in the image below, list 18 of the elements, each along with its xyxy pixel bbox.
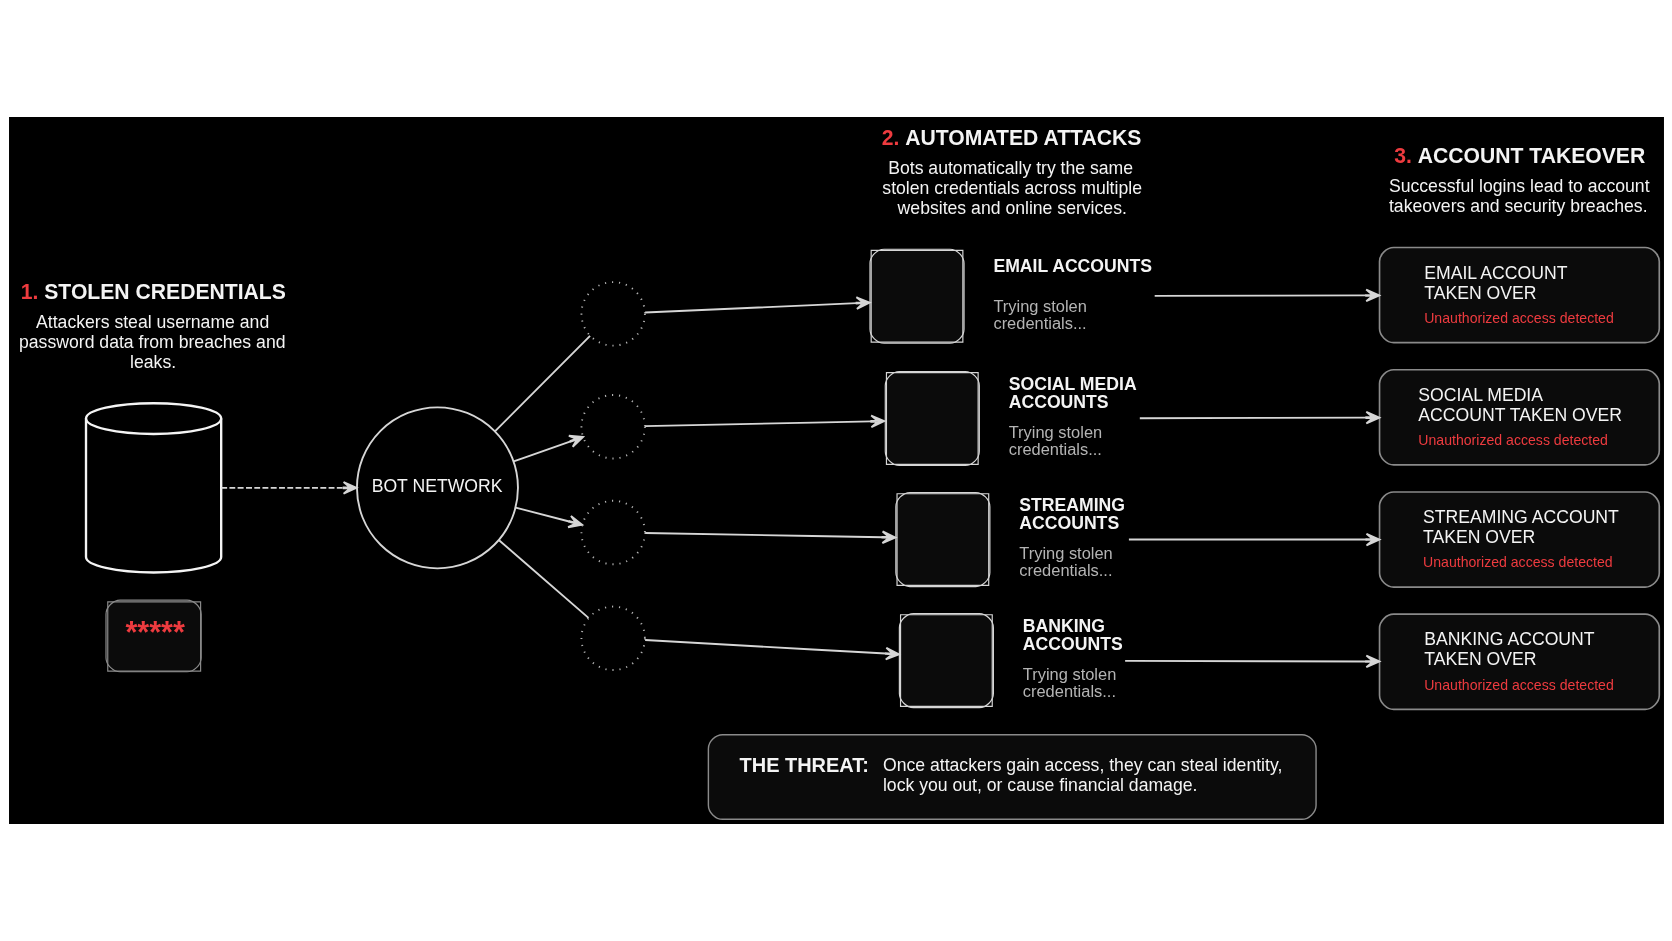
node-label: BANKING ACCOUNTS xyxy=(1022,616,1123,655)
label: 3. xyxy=(1393,143,1412,167)
label: Bots automatically try the same stolen credentials across multiple websites and online services. xyxy=(881,158,1142,218)
label: STOLEN CREDENTIALS xyxy=(43,280,286,304)
node-label: SOCIAL MEDIA ACCOUNTS xyxy=(1008,374,1137,412)
label: ACCOUNT TAKEOVER xyxy=(1417,143,1645,167)
node-label: STREAMING ACCOUNTS xyxy=(1018,495,1125,533)
label: 2. xyxy=(881,126,899,150)
node-label: Trying stolen credentials... xyxy=(1022,664,1116,701)
node-label: EMAIL ACCOUNTS xyxy=(992,256,1152,277)
node-label: Trying stolen credentials... xyxy=(1018,543,1113,580)
node-label: Trying stolen credentials... xyxy=(992,296,1087,333)
label: AUTOMATED ATTACKS xyxy=(904,126,1141,150)
node-label: Trying stolen credentials... xyxy=(1008,422,1102,459)
label: 1. xyxy=(20,280,38,304)
label: Successful logins lead to account takeovers and security breaches. xyxy=(1388,175,1650,216)
label: ***** xyxy=(124,614,185,649)
label: Attackers steal username and password data from breaches and leaks. xyxy=(18,311,285,372)
